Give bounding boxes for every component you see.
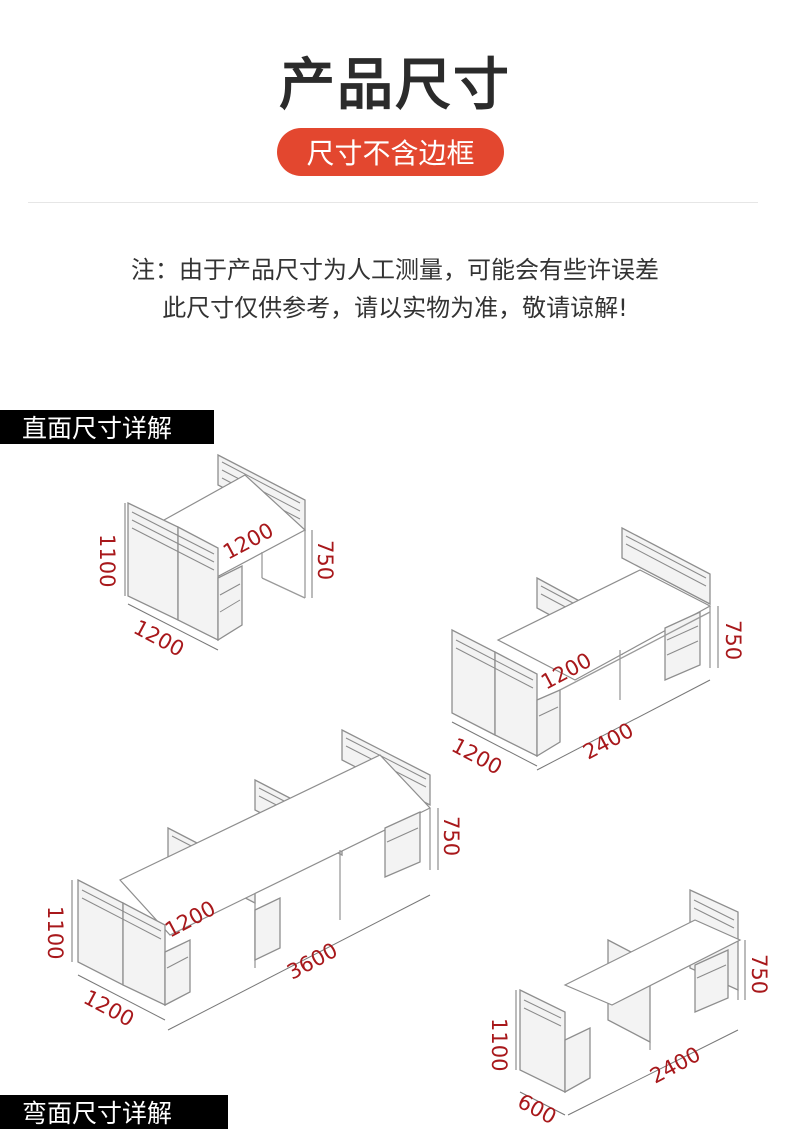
- note-line-1: 注：由于产品尺寸为人工测量，可能会有些许误差: [131, 256, 659, 284]
- d3-leg-label: 750: [439, 816, 463, 856]
- d2-length-label: 2400: [579, 718, 637, 764]
- note-line-2: 此尺寸仅供参考，请以实物为准，敬请谅解!: [162, 294, 628, 322]
- page-title: 产品尺寸: [279, 53, 511, 118]
- d2-depth-label: 1200: [448, 733, 506, 779]
- section-label-curved: 弯面尺寸详解: [0, 1095, 228, 1129]
- d3-length-label: 3600: [283, 938, 341, 984]
- d4-depth-label: 600: [514, 1089, 561, 1129]
- size-note-badge: 尺寸不含边框: [277, 128, 504, 176]
- diagram-4-person-2400: 750 1200 1200 2400: [448, 526, 745, 780]
- d1-height-label: 1100: [95, 534, 119, 587]
- d4-leg-label: 750: [747, 954, 771, 994]
- section-label-front: 直面尺寸详解: [0, 410, 214, 444]
- d4-height-label: 1100: [487, 1018, 511, 1071]
- d4-length-label: 2400: [646, 1042, 704, 1088]
- d3-depth-label: 1200: [80, 985, 138, 1031]
- d1-width-label: 1200: [130, 615, 188, 661]
- divider: [28, 202, 758, 203]
- diagram-2-person-2400: 1100 750 600 2400: [487, 888, 771, 1129]
- diagram-2-person-1200: 1100 750 1200 1200: [95, 453, 337, 662]
- d3-height-label: 1100: [43, 906, 67, 959]
- d2-leg-label: 750: [721, 620, 745, 660]
- diagram-6-person-3600: 1100 750 1200 1200 3600: [43, 728, 463, 1032]
- d1-leg-label: 750: [313, 540, 337, 580]
